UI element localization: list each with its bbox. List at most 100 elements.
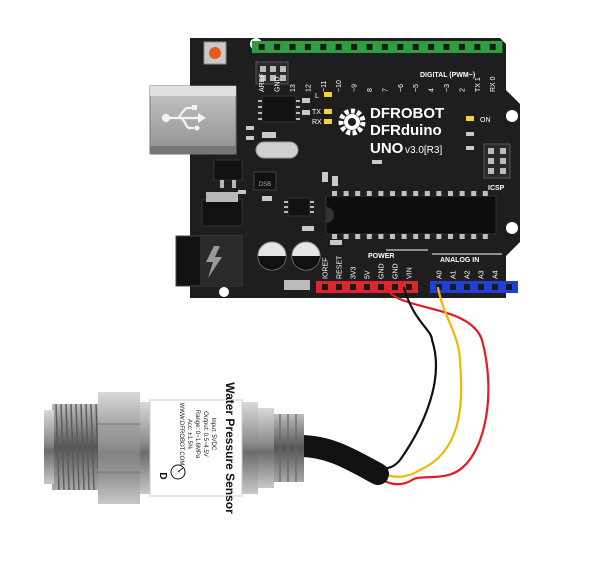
analog-pin-label: A5 xyxy=(507,270,514,279)
power-pin-label: GND xyxy=(379,263,386,279)
usb-connector xyxy=(149,85,237,155)
power-pin-socket[interactable] xyxy=(364,284,370,290)
digital-pin-socket[interactable] xyxy=(304,44,311,50)
digital-pin-socket[interactable] xyxy=(366,44,373,50)
wires xyxy=(368,286,490,486)
digital-pin-socket[interactable] xyxy=(412,44,419,50)
analog-header-label: ANALOG IN xyxy=(440,257,479,264)
led-on xyxy=(466,116,474,121)
digital-pin-label: 13 xyxy=(290,84,297,92)
analog-pin-socket[interactable] xyxy=(464,284,470,290)
analog-pin-label: A0 xyxy=(437,270,444,279)
digital-pin-socket[interactable] xyxy=(258,44,265,50)
analog-pin-label: A1 xyxy=(451,270,458,279)
digital-pin-label: RX 0 xyxy=(490,76,497,92)
fuse xyxy=(284,280,310,290)
threaded-fitting xyxy=(44,403,100,491)
power-pin-socket[interactable] xyxy=(336,284,342,290)
led-label-on: ON xyxy=(480,117,491,124)
crystal xyxy=(255,141,299,159)
power-pin-socket[interactable] xyxy=(406,284,412,290)
icsp-header-usb xyxy=(255,61,289,85)
digital-pin-socket[interactable] xyxy=(474,44,481,50)
wire-red-5v xyxy=(368,286,490,486)
digital-pin-socket[interactable] xyxy=(381,44,388,50)
wire-yellow-a0 xyxy=(370,286,463,478)
digital-pin-label: ~11 xyxy=(321,81,328,92)
power-pin-label: 5V xyxy=(365,270,372,279)
digital-pin-label: 2 xyxy=(459,88,466,92)
led-tx xyxy=(324,109,332,114)
led-l xyxy=(324,92,332,97)
digital-pin-socket[interactable] xyxy=(443,44,450,50)
gauge-icon xyxy=(170,464,186,480)
wire-black-gnd xyxy=(370,286,437,470)
power-pin-label: VIN xyxy=(407,267,414,279)
led-label-tx: TX xyxy=(312,109,321,116)
digital-pin-label: ~3 xyxy=(444,84,451,92)
atmega-chip xyxy=(325,191,497,239)
analog-pin-label: A2 xyxy=(465,270,472,279)
dfrobot-logo-icon xyxy=(338,108,366,136)
model-name: UNO xyxy=(370,140,404,157)
analog-pin-socket[interactable] xyxy=(478,284,484,290)
digital-header xyxy=(252,41,503,53)
led-label-rx: RX xyxy=(312,119,322,126)
analog-pin-socket[interactable] xyxy=(450,284,456,290)
op-amp-chip xyxy=(284,197,314,217)
power-pin-socket[interactable] xyxy=(322,284,328,290)
power-pin-label: IOREF xyxy=(323,258,330,279)
arduino-board: DSB DFROBOT DFRduino UNO v3.0[R3] xyxy=(149,38,520,298)
digital-pin-label: ~6 xyxy=(398,84,405,92)
dsb-chip: DSB xyxy=(253,171,277,191)
sensor-spec-website: WWW.DFROBOT.COM xyxy=(178,403,184,466)
sensor-cable xyxy=(289,435,389,485)
digital-pin-socket[interactable] xyxy=(351,44,358,50)
digital-pin-label: 8 xyxy=(367,88,374,92)
board-version: v3.0[R3] xyxy=(405,145,442,156)
analog-pin-socket[interactable] xyxy=(436,284,442,290)
digital-pin-label: GND xyxy=(275,76,282,92)
analog-pin-socket[interactable] xyxy=(506,284,512,290)
digital-pin-socket[interactable] xyxy=(335,44,342,50)
usb-icon xyxy=(161,106,198,130)
digital-pin-socket[interactable] xyxy=(489,44,496,50)
power-header xyxy=(316,281,418,293)
power-pin-socket[interactable] xyxy=(392,284,398,290)
mounting-hole xyxy=(219,287,229,297)
digital-pin-label: 12 xyxy=(305,84,312,92)
digital-pin-socket[interactable] xyxy=(428,44,435,50)
usb-chip xyxy=(258,95,300,123)
reset-button-cap[interactable] xyxy=(209,47,221,59)
sensor-spec-range: Range: 0~1.6MPa xyxy=(194,410,200,459)
digital-pin-socket[interactable] xyxy=(397,44,404,50)
digital-pin-label: ~5 xyxy=(413,84,420,92)
digital-pin-socket[interactable] xyxy=(320,44,327,50)
digital-pin-socket[interactable] xyxy=(289,44,296,50)
mounting-hole xyxy=(506,110,518,122)
analog-pin-label: A3 xyxy=(479,270,486,279)
digital-header-label: DIGITAL (PWM~) xyxy=(420,72,475,79)
cable-gland xyxy=(258,408,304,488)
hex-nut xyxy=(98,392,140,504)
digital-pin-socket[interactable] xyxy=(458,44,465,50)
sensor-label: Water Pressure Sensor Input: 5VDC Output… xyxy=(149,382,243,514)
power-pin-socket[interactable] xyxy=(350,284,356,290)
dc-power-jack xyxy=(175,235,243,287)
power-pin-socket[interactable] xyxy=(378,284,384,290)
digital-pin-strip xyxy=(252,41,503,53)
analog-pin-socket[interactable] xyxy=(492,284,498,290)
sensor-spec-accuracy: Acc: ±1.5% xyxy=(186,419,192,450)
power-pin-label: RESET xyxy=(337,255,344,279)
icsp-label: ICSP xyxy=(488,185,505,192)
sensor-title: Water Pressure Sensor xyxy=(223,382,237,514)
sensor-spec-output: Output: 0.5~4.5V xyxy=(202,411,208,457)
digital-pin-label: 4 xyxy=(429,88,436,92)
regulator xyxy=(213,159,243,181)
mosfet xyxy=(201,199,243,227)
digital-pin-socket[interactable] xyxy=(274,44,281,50)
